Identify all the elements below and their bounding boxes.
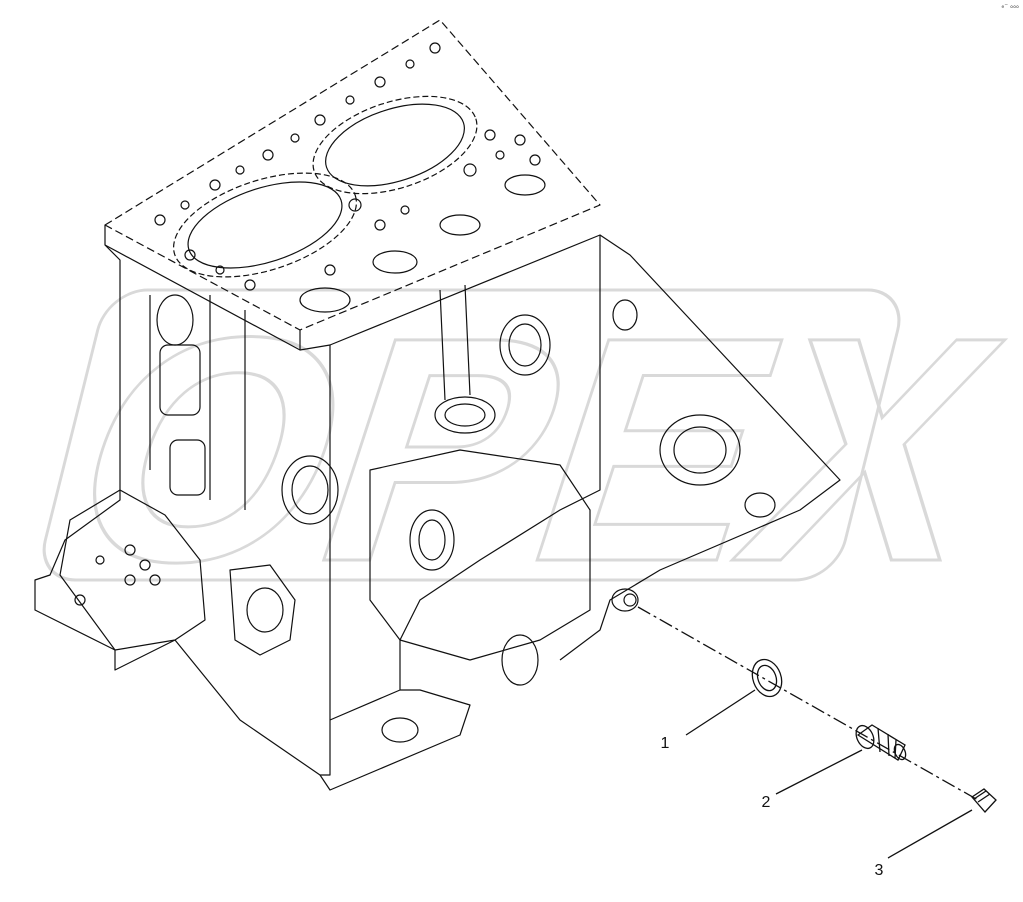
side-plate-bore [246, 587, 284, 633]
callout-1: 1 [661, 735, 670, 752]
left-face-window-1 [159, 344, 201, 416]
deck-bolt-holes [154, 42, 541, 291]
leader-line-3 [887, 809, 973, 859]
connector-cap [971, 788, 997, 813]
lower-bay-bore-inner [418, 519, 446, 561]
front-cover [59, 489, 206, 651]
deck-front-edge [104, 225, 301, 351]
cam-bore-2-inner [508, 323, 542, 367]
block-skirt [319, 689, 471, 791]
front-cover-holes [74, 544, 161, 606]
upper-boss [612, 299, 638, 331]
left-face-port [156, 294, 194, 346]
right-side-face [559, 234, 841, 661]
watermark-frame [42, 288, 901, 582]
cylinder-head-deck [104, 19, 601, 331]
leader-line-1 [685, 689, 756, 736]
exploded-parts [637, 606, 997, 859]
water-jacket-4 [504, 174, 546, 196]
pressure-port-boss [611, 588, 639, 612]
cam-bore-1 [281, 455, 339, 525]
rear-boss [744, 492, 776, 518]
crank-bore [501, 634, 539, 686]
right-side-bore-inner [673, 426, 727, 474]
right-side-bore [659, 414, 741, 486]
pressure-port [623, 593, 637, 607]
water-jacket-1 [299, 287, 351, 313]
water-jacket-2 [372, 250, 418, 274]
left-face-window-2 [169, 439, 206, 496]
side-plate [229, 564, 296, 656]
callout-3: 3 [875, 862, 884, 879]
water-jacket-3 [439, 214, 481, 236]
oil-pipe [439, 284, 471, 401]
callout-2: 2 [762, 794, 771, 811]
block-mid-face [329, 234, 601, 721]
assembly-centerline [637, 606, 979, 801]
cam-bore-1-inner [291, 465, 329, 515]
oil-filler-boss-inner [444, 403, 486, 427]
skirt-boss [381, 717, 419, 743]
sensor-switch [855, 724, 907, 761]
oil-filler-boss [434, 396, 496, 434]
sealing-washer [751, 658, 783, 698]
engine-block [34, 19, 841, 791]
leader-line-2 [775, 749, 863, 795]
lower-bay [369, 449, 591, 661]
cam-bore-2 [499, 314, 551, 376]
cylinder-bore-2 [312, 95, 478, 195]
lower-bay-bore [409, 509, 455, 571]
watermark: OPEX [30, 269, 1023, 630]
cylinder-bore-2-inner [325, 103, 465, 187]
corner-mark: ₑ⁻ ₒₒₒ [1001, 2, 1019, 10]
watermark-text: OPEX [31, 271, 1023, 629]
cylinder-bore-1 [172, 172, 358, 278]
